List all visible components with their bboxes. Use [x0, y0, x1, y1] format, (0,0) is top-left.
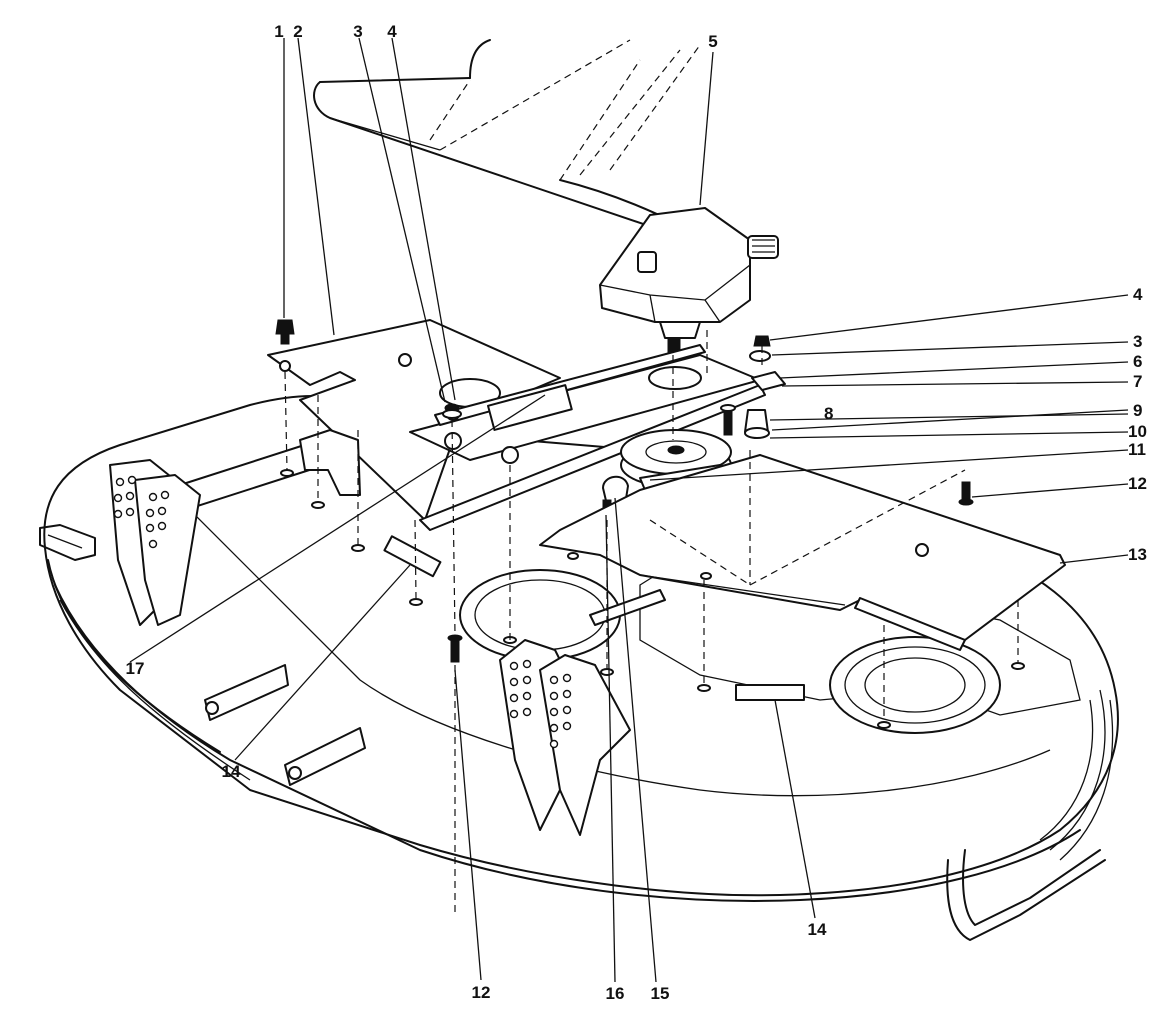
callout-14-right: 14 [808, 920, 827, 939]
callout-13: 13 [1128, 545, 1147, 564]
rear-bumper [946, 849, 1106, 941]
callout-9: 9 [1133, 401, 1142, 420]
callout-8: 8 [824, 404, 833, 423]
callout-2: 2 [293, 22, 302, 41]
center-lift-bracket [499, 589, 666, 836]
deck-bolts [280, 469, 1025, 729]
callout-12-bottom: 12 [472, 983, 491, 1002]
callout-7: 7 [1133, 372, 1142, 391]
front-hitch-arms [204, 664, 366, 786]
callout-3-right: 3 [1133, 332, 1142, 351]
callout-4: 4 [387, 22, 397, 41]
callout-4-right: 4 [1133, 285, 1143, 304]
callout-16: 16 [606, 984, 625, 1003]
callout-6: 6 [1133, 352, 1142, 371]
right-cover-plate [539, 454, 1066, 651]
leader-lines [129, 37, 1129, 983]
callout-11: 11 [1128, 440, 1146, 459]
callout-labels: 1 2 3 4 5 4 3 6 7 8 9 10 11 12 13 17 14 … [126, 22, 1147, 1003]
callout-17: 17 [126, 659, 145, 678]
pulley [620, 429, 732, 488]
callout-1: 1 [274, 22, 283, 41]
callout-14-left: 14 [222, 762, 241, 781]
decals [383, 535, 805, 701]
callout-12-right: 12 [1128, 474, 1147, 493]
callout-10: 10 [1128, 422, 1147, 441]
hardware [275, 319, 974, 663]
gear-box [599, 207, 779, 355]
callout-5: 5 [708, 32, 717, 51]
installation-lines [284, 330, 1019, 915]
callout-3: 3 [353, 22, 362, 41]
left-lift-bracket [109, 429, 361, 626]
callout-15: 15 [651, 984, 670, 1003]
